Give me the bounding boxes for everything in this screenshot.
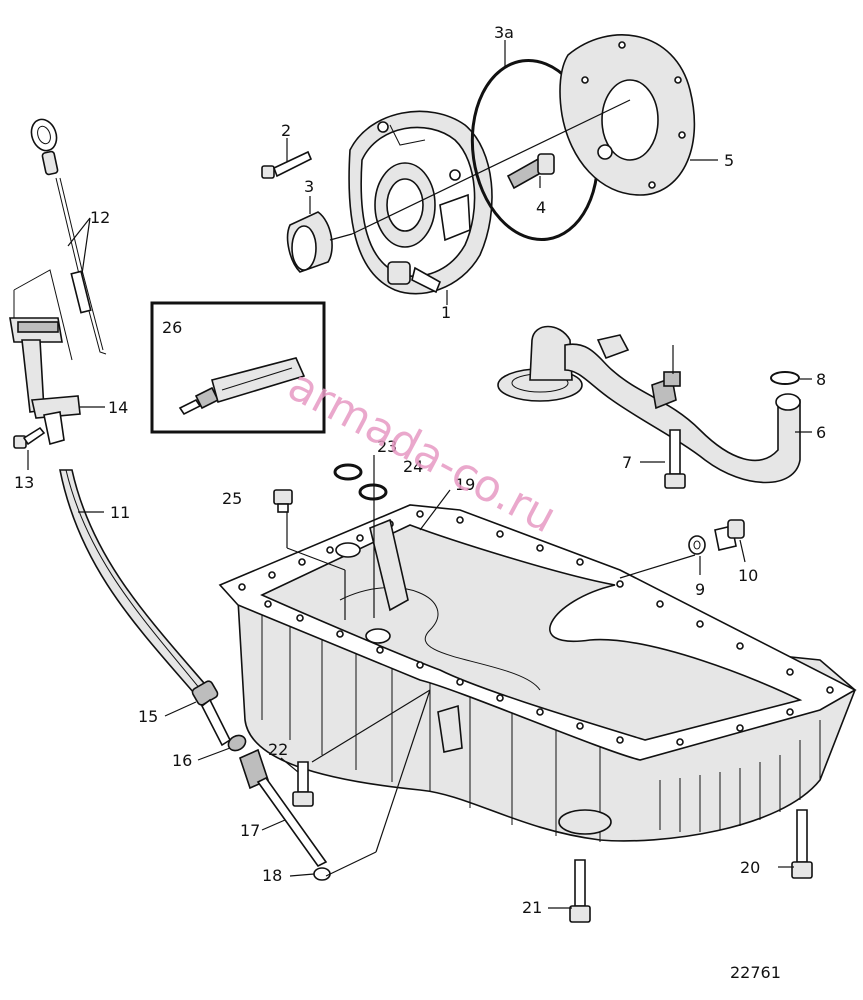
label-part-2: 2 xyxy=(281,121,291,140)
label-part-19: 19 xyxy=(455,475,475,494)
dipstick-assembly xyxy=(9,118,331,881)
bolt-part-20 xyxy=(791,809,813,879)
label-part-9: 9 xyxy=(695,580,705,599)
label-part-11: 11 xyxy=(110,503,130,522)
dipstick-tube-part-11 xyxy=(59,469,212,702)
o-ring-part-24 xyxy=(358,483,388,501)
tube-bracket-part-14 xyxy=(9,269,81,446)
oil-sump-part-19 xyxy=(218,455,857,877)
label-part-12: 12 xyxy=(90,208,110,227)
gasket-plate-part-5 xyxy=(559,34,696,196)
drain-plug-part-10 xyxy=(714,519,745,551)
bolt-part-22 xyxy=(292,761,314,807)
label-part-18: 18 xyxy=(262,866,282,885)
label-part-21: 21 xyxy=(522,898,542,917)
label-part-4: 4 xyxy=(536,198,546,217)
sealant-tube-part-26 xyxy=(178,357,306,416)
suction-pipe-assembly xyxy=(497,325,812,489)
label-part-7: 7 xyxy=(622,453,632,472)
label-part-23: 23 xyxy=(377,437,397,456)
label-part-15: 15 xyxy=(138,707,158,726)
o-ring-part-23 xyxy=(333,463,363,481)
label-part-8: 8 xyxy=(816,370,826,389)
label-part-25: 25 xyxy=(222,489,242,508)
bolt-part-13 xyxy=(13,426,46,449)
label-part-1: 1 xyxy=(441,303,451,322)
label-part-10: 10 xyxy=(738,566,758,585)
oil-pump-assembly xyxy=(261,34,718,305)
label-part-26: 26 xyxy=(162,318,182,337)
label-part-14: 14 xyxy=(108,398,128,417)
label-part-20: 20 xyxy=(740,858,760,877)
bolt-part-2 xyxy=(261,150,313,179)
label-part-3: 3 xyxy=(304,177,314,196)
label-part-24: 24 xyxy=(403,457,423,476)
dipstick-part-12 xyxy=(30,118,107,355)
seal-part-16 xyxy=(227,734,247,752)
label-part-16: 16 xyxy=(172,751,192,770)
label-part-3a: 3a xyxy=(494,23,514,42)
drawing-number: 22761 xyxy=(730,963,781,982)
sealant-detail-box xyxy=(150,301,326,434)
label-part-22: 22 xyxy=(268,740,288,759)
label-part-5: 5 xyxy=(724,151,734,170)
pump-housing-part-1 xyxy=(348,110,493,295)
label-part-6: 6 xyxy=(816,423,826,442)
o-ring-part-8 xyxy=(770,371,800,385)
label-part-17: 17 xyxy=(240,821,260,840)
label-part-13: 13 xyxy=(14,473,34,492)
seal-part-18 xyxy=(313,867,331,881)
bolt-part-7 xyxy=(664,429,686,489)
fitting-part-17 xyxy=(239,748,328,868)
suction-pipe-part-6 xyxy=(497,325,801,484)
bolt-part-21 xyxy=(569,859,591,923)
plug-part-25 xyxy=(273,489,293,513)
washer-part-9 xyxy=(688,535,706,555)
valve-part-4 xyxy=(506,153,555,190)
part-labels: 1 2 3 3a 4 5 6 7 8 9 10 11 12 13 14 15 1… xyxy=(14,23,826,982)
sleeve-part-3 xyxy=(286,211,333,273)
